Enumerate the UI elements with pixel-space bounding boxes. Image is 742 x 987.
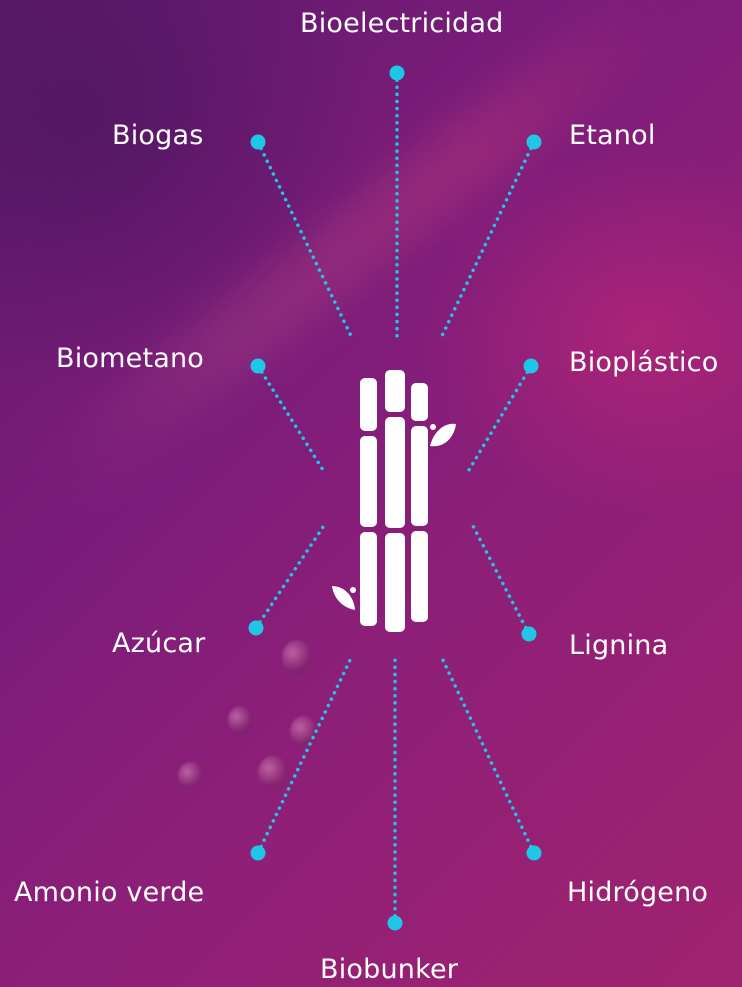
label-biogas: Biogas xyxy=(112,120,204,151)
label-lignina: Lignina xyxy=(569,630,669,661)
water-drop xyxy=(178,762,204,790)
water-drop xyxy=(290,716,318,748)
connector-line-amonio-verde xyxy=(256,656,353,855)
label-bioelectricidad: Bioelectricidad xyxy=(300,8,504,39)
label-etanol: Etanol xyxy=(569,120,656,151)
connector-dot-bioplastico xyxy=(523,358,539,374)
connector-line-biogas xyxy=(256,140,354,340)
water-drop xyxy=(282,640,312,676)
connector-dot-lignina xyxy=(521,626,537,642)
connector-line-bioplastico xyxy=(467,364,533,472)
connector-line-lignina xyxy=(470,522,531,636)
label-bioplastico: Bioplástico xyxy=(569,347,719,378)
label-biometano: Biometano xyxy=(56,343,205,374)
connector-line-azucar xyxy=(254,522,327,630)
connector-dot-biometano xyxy=(250,358,266,374)
connector-line-etanol xyxy=(439,140,536,340)
label-biobunker: Biobunker xyxy=(320,954,459,985)
connector-dot-biogas xyxy=(250,134,266,150)
connector-line-biometano xyxy=(256,364,325,472)
water-drop xyxy=(258,756,288,790)
connector-line-hidrogeno xyxy=(440,656,536,855)
connectors-group xyxy=(248,65,542,931)
water-drop xyxy=(228,706,252,736)
label-amonio-verde: Amonio verde xyxy=(14,877,205,908)
label-hidrogeno: Hidrógeno xyxy=(567,877,709,908)
connector-dot-biobunker xyxy=(387,915,403,931)
label-azucar: Azúcar xyxy=(112,628,206,659)
connector-dot-bioelectricidad xyxy=(389,65,405,81)
connector-dot-hidrogeno xyxy=(526,845,542,861)
sugarcane-icon xyxy=(332,370,456,632)
connector-dot-amonio-verde xyxy=(250,845,266,861)
connector-dot-azucar xyxy=(248,620,264,636)
connector-dot-etanol xyxy=(526,134,542,150)
